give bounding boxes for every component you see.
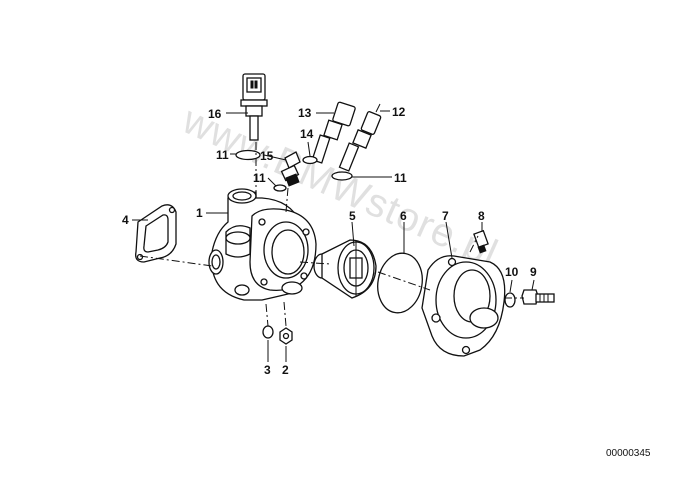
- callout-11-middle: 11: [253, 171, 266, 185]
- callout-12: 12: [392, 105, 406, 119]
- callout-13: 13: [298, 106, 312, 120]
- part-14-washer[interactable]: [302, 155, 318, 165]
- callout-6: 6: [400, 209, 407, 223]
- part-11-seal-ring-upper[interactable]: [235, 149, 261, 161]
- part-16-temperature-sensor[interactable]: [240, 73, 268, 141]
- part-10-washer[interactable]: [504, 292, 516, 308]
- callout-2: 2: [282, 363, 289, 377]
- callout-1: 1: [196, 206, 203, 220]
- callout-11-right: 11: [394, 171, 407, 185]
- callout-8: 8: [478, 209, 485, 223]
- alignment-lines: [139, 142, 524, 327]
- callout-14: 14: [300, 127, 314, 141]
- part-7-thermostat-cover[interactable]: [421, 255, 506, 357]
- part-12-temperature-switch[interactable]: [338, 103, 382, 172]
- part-13-sensor[interactable]: [311, 101, 356, 164]
- leader-lines: [132, 110, 535, 362]
- diagram-number: 00000345: [606, 448, 651, 459]
- part-6-sealing-ring[interactable]: [373, 250, 427, 317]
- part-1-thermostat-housing[interactable]: [208, 188, 317, 301]
- part-5-thermostat[interactable]: [313, 239, 377, 299]
- callout-7: 7: [442, 209, 449, 223]
- part-3-washer[interactable]: [262, 325, 274, 339]
- part-9-bolt[interactable]: [521, 289, 555, 305]
- callout-3: 3: [264, 363, 271, 377]
- callout-10: 10: [505, 265, 519, 279]
- part-15-sender[interactable]: [280, 151, 301, 187]
- part-4-gasket[interactable]: [135, 204, 177, 263]
- part-8-bleed-screw[interactable]: [473, 229, 489, 254]
- part-11-seal-ring-middle[interactable]: [273, 184, 287, 192]
- callout-15: 15: [260, 149, 274, 163]
- part-11-seal-ring-right[interactable]: [331, 171, 353, 181]
- callout-4: 4: [122, 213, 129, 227]
- part-2-nut[interactable]: [279, 327, 293, 345]
- callout-16: 16: [208, 107, 222, 121]
- callout-9: 9: [530, 265, 537, 279]
- callout-11-upper: 11: [216, 148, 229, 162]
- callout-5: 5: [349, 209, 356, 223]
